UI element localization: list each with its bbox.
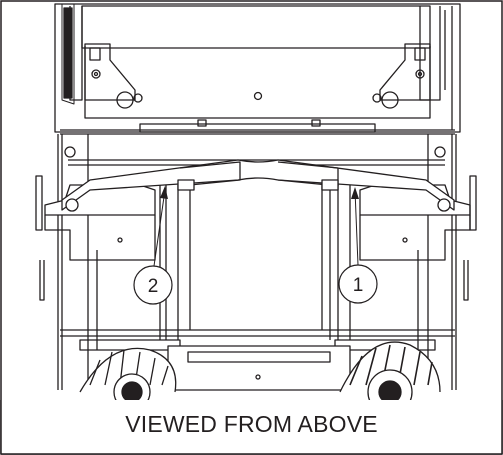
callout-label-1: 1 [353,275,364,296]
callout-2: 2 [133,186,173,305]
leader-line-1 [354,189,359,266]
callout-circle-2 [133,265,173,305]
leader-line-2 [153,189,166,267]
callout-label-2: 2 [148,276,159,297]
figure-caption: VIEWED FROM ABOVE [125,411,378,437]
callout-circle-1 [338,264,378,304]
top-housing [54,3,461,135]
handle-bar [61,159,455,212]
leader-arrow-1 [351,187,359,199]
leader-arrow-2 [160,186,168,199]
caption-box [1,400,502,454]
callout-1: 1 [338,187,378,304]
machine-drawing [35,3,477,415]
